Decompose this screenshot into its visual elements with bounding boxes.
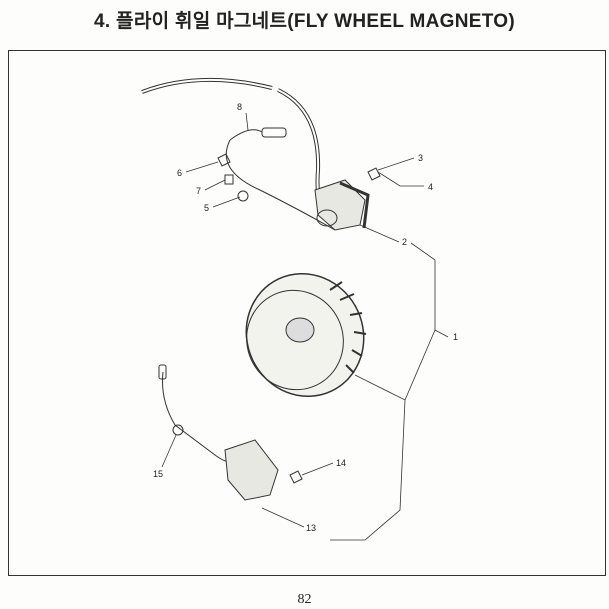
washer-icon <box>237 190 249 202</box>
callout-2: 2 <box>402 237 407 247</box>
page-number: 82 <box>297 592 312 607</box>
ignition-cable-tube <box>141 77 324 211</box>
pulser-coil <box>224 439 279 501</box>
flywheel <box>245 272 367 398</box>
leader-lines <box>161 112 449 541</box>
bolt-icon <box>367 167 381 181</box>
callout-4: 4 <box>428 182 433 192</box>
callout-6: 6 <box>177 168 182 178</box>
callout-13: 13 <box>306 523 316 533</box>
callout-1: 1 <box>453 332 458 342</box>
diagram-frame <box>8 50 606 576</box>
callout-8: 8 <box>237 102 242 112</box>
screw-icon <box>217 153 231 167</box>
page-title: 4. 플라이 휘일 마그네트(FLY WHEEL MAGNETO) <box>94 11 515 32</box>
callout-5: 5 <box>204 203 209 213</box>
ignition-coil <box>314 179 370 231</box>
stop-switch-wire <box>225 139 336 231</box>
callout-7: 7 <box>196 186 201 196</box>
wire-connector <box>261 127 287 138</box>
callout-15: 15 <box>153 469 163 479</box>
spacer-icon <box>224 174 234 185</box>
callout-14: 14 <box>336 458 346 468</box>
callout-3: 3 <box>418 153 423 163</box>
screw-icon <box>289 470 303 484</box>
